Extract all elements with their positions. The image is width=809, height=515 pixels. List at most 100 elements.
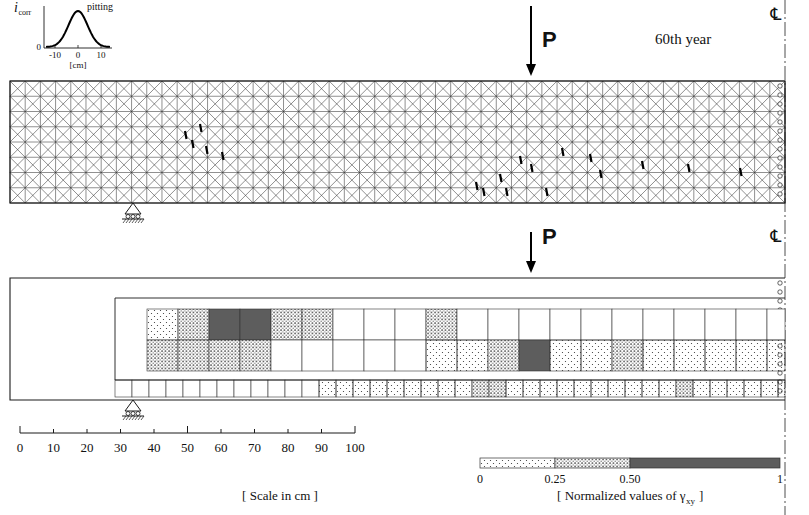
mesh-line — [101, 81, 116, 96]
mesh-line — [527, 142, 542, 157]
roller — [778, 147, 782, 151]
mesh-line — [25, 142, 40, 157]
mesh-line — [709, 96, 724, 111]
mesh-line — [101, 81, 116, 96]
mesh-line — [709, 127, 724, 142]
mesh-line — [755, 142, 770, 157]
mesh-line — [405, 157, 420, 172]
mesh-line — [10, 126, 785, 127]
mesh-line — [603, 142, 618, 157]
mesh-line — [86, 188, 101, 203]
strain-cell — [736, 340, 767, 371]
mesh-line — [511, 173, 526, 188]
mesh-line — [268, 112, 283, 127]
ground-hatch — [138, 416, 141, 420]
strain-cell — [147, 340, 178, 371]
mesh-line — [663, 188, 678, 203]
mesh-line — [420, 81, 435, 96]
strain-cell — [147, 309, 178, 340]
mesh-line — [511, 81, 526, 96]
mesh-line — [557, 96, 572, 111]
mesh-line — [223, 173, 238, 188]
mesh-line — [10, 96, 785, 97]
mesh-line — [192, 81, 193, 203]
mesh-line — [208, 157, 223, 172]
mesh-line — [435, 112, 450, 127]
mesh-line — [329, 81, 344, 96]
mesh-line — [208, 142, 223, 157]
mesh-line — [755, 157, 770, 172]
mesh-line — [724, 142, 739, 157]
mesh-line — [86, 173, 101, 188]
mesh-line — [466, 127, 481, 142]
mesh-line — [451, 142, 466, 157]
mesh-line — [40, 157, 55, 172]
mesh-line — [25, 81, 40, 96]
strain-cell — [676, 380, 693, 397]
strain-cell — [727, 380, 744, 397]
mesh-line — [375, 142, 390, 157]
mesh-line — [572, 173, 587, 188]
mesh-line — [679, 173, 694, 188]
mesh-line — [56, 142, 71, 157]
roller — [131, 412, 135, 416]
mesh-line — [451, 188, 466, 203]
mesh-line — [542, 96, 557, 111]
mesh-line — [511, 188, 526, 203]
mesh-line — [435, 127, 450, 142]
mesh-line — [162, 96, 177, 111]
mesh-line — [253, 112, 268, 127]
mesh-line — [466, 142, 481, 157]
mesh-line — [481, 81, 496, 96]
mesh-line — [435, 157, 450, 172]
mesh-line — [618, 188, 633, 203]
mesh-line — [375, 157, 390, 172]
mesh-line — [709, 188, 724, 203]
mesh-line — [755, 127, 770, 142]
mesh-line — [511, 81, 526, 96]
mesh-line — [724, 127, 739, 142]
scale-value: 20 — [81, 441, 94, 454]
ground-hatch — [141, 416, 144, 420]
mesh-line — [162, 142, 177, 157]
mesh-line — [344, 96, 359, 111]
mesh-line — [648, 96, 663, 111]
mesh-line — [177, 96, 192, 111]
mesh-line — [360, 142, 375, 157]
load-arrow — [526, 232, 536, 273]
mesh-line — [481, 188, 496, 203]
mesh-line — [679, 81, 694, 96]
mesh-line — [147, 188, 162, 203]
strain-cell — [674, 309, 705, 340]
mesh-line — [344, 157, 359, 172]
mesh-line — [542, 157, 557, 172]
roller — [778, 129, 782, 133]
mesh-line — [101, 173, 116, 188]
mesh-line — [177, 127, 192, 142]
mesh-line — [390, 112, 405, 127]
mesh-line — [314, 157, 329, 172]
roller — [126, 412, 130, 416]
mesh-line — [71, 81, 86, 96]
legend-bar — [480, 458, 780, 468]
mesh-line — [451, 157, 466, 172]
mesh-line — [223, 112, 238, 127]
mesh-line — [496, 112, 511, 127]
strain-cell — [643, 340, 674, 371]
mesh-line — [375, 96, 390, 111]
mesh-line — [132, 96, 147, 111]
mesh-line — [572, 188, 587, 203]
mesh-line — [603, 188, 618, 203]
strain-cell — [209, 340, 240, 371]
mesh-line — [709, 81, 724, 96]
mesh-line — [56, 96, 71, 111]
strain-cell — [302, 340, 333, 371]
mesh-line — [542, 81, 557, 96]
mesh-line — [648, 142, 663, 157]
mesh-line — [420, 96, 435, 111]
mesh-line — [496, 157, 511, 172]
scale-title: [ Scale in cm ] — [242, 489, 318, 502]
mesh-line — [284, 96, 299, 111]
mesh-line — [299, 127, 314, 142]
mesh-line — [238, 112, 253, 127]
